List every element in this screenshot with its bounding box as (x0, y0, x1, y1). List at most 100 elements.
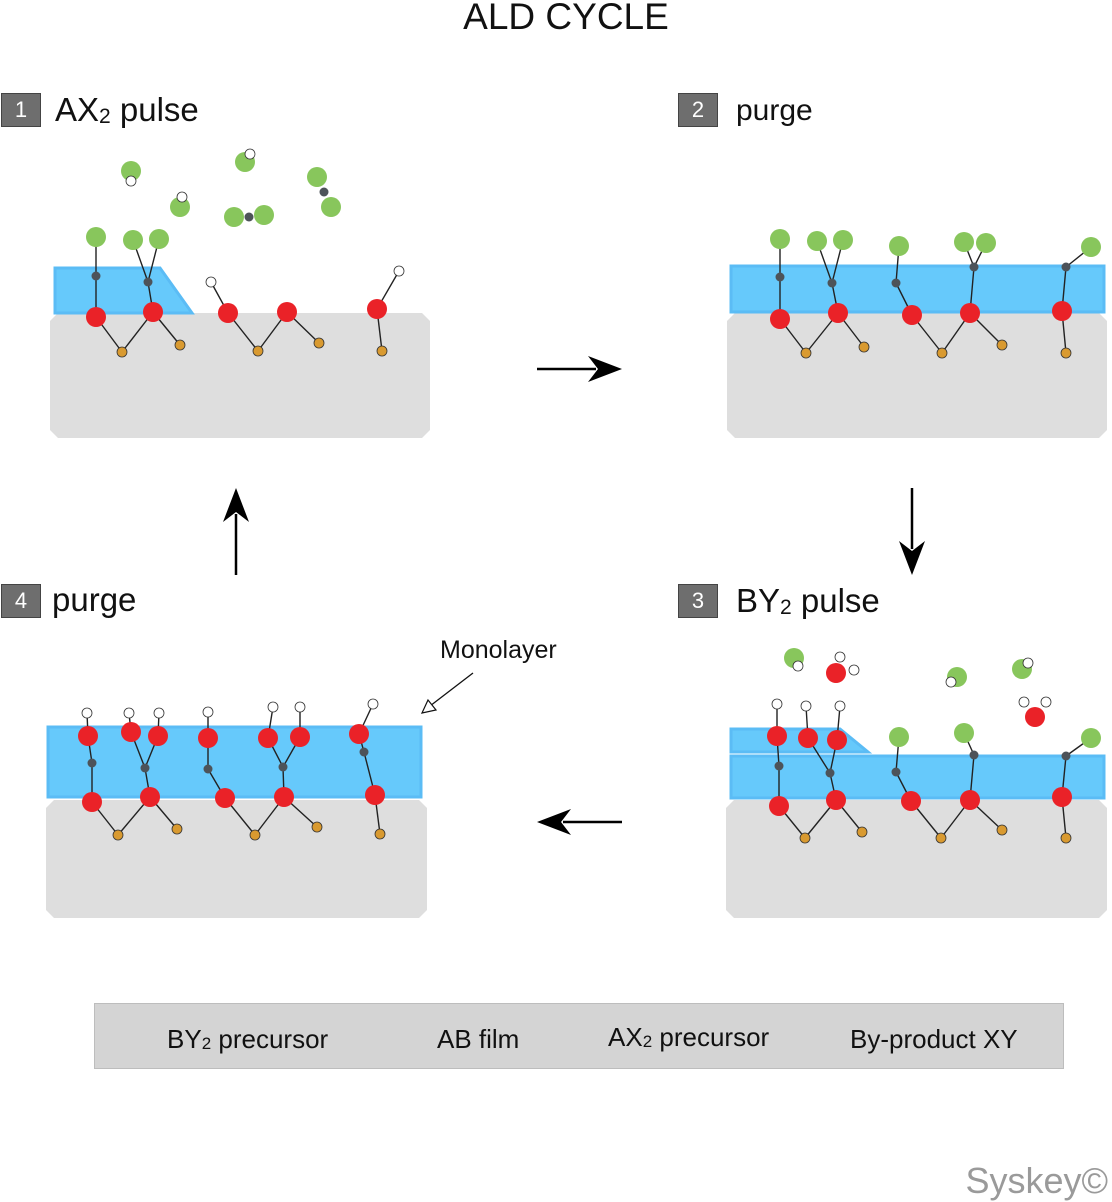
red-atom (767, 726, 787, 746)
step-1-sub: 2 (99, 105, 111, 128)
white-atom (834, 700, 846, 712)
red-atom (258, 728, 278, 748)
orange-atom (374, 828, 386, 840)
red-atom (826, 663, 846, 683)
orange-atom (311, 821, 323, 833)
step-3-rest: pulse (791, 582, 880, 619)
red-atom (902, 305, 922, 325)
dark-atom (1061, 262, 1071, 272)
dark-atom (359, 747, 369, 757)
orange-atom (856, 826, 868, 838)
red-atom (143, 302, 163, 322)
ax2-molecule (307, 167, 341, 217)
red-atom (1052, 301, 1072, 321)
green-atom (170, 197, 190, 217)
panel-4-purge (46, 698, 427, 918)
orange-atom (1060, 832, 1072, 844)
legend-3-main: By-product XY (850, 1024, 1018, 1054)
green-atom (807, 231, 827, 251)
white-atom (1018, 696, 1030, 708)
red-atom (960, 303, 980, 323)
by2-molecule (826, 651, 860, 683)
dark-atom (140, 763, 150, 773)
green-atom (121, 161, 141, 181)
red-atom (274, 787, 294, 807)
step-4-badge: 4 (1, 584, 41, 618)
white-atom (202, 706, 214, 718)
dark-atom (969, 262, 979, 272)
dark-atom (319, 187, 329, 197)
green-atom (321, 197, 341, 217)
legend: BY2 precursor AB film AX2 precursor By-p… (94, 1003, 1064, 1069)
green-atom (224, 207, 244, 227)
white-atom (792, 660, 804, 672)
red-atom (78, 726, 98, 746)
dark-atom (278, 762, 288, 772)
red-atom (86, 307, 106, 327)
dark-atom (891, 278, 901, 288)
legend-by2-precursor: BY2 precursor (167, 1024, 328, 1055)
orange-atom (252, 345, 264, 357)
green-atom (307, 167, 327, 187)
arrow-head (223, 488, 249, 522)
orange-atom (171, 823, 183, 835)
red-atom (770, 309, 790, 329)
pointer-head (420, 698, 438, 714)
step-2-label: purge (736, 94, 813, 128)
white-atom (205, 276, 217, 288)
red-atom (960, 790, 980, 810)
dark-atom (87, 758, 97, 768)
legend-byproduct-xy: By-product XY (850, 1024, 1018, 1055)
white-atom (848, 664, 860, 676)
orange-atom (996, 824, 1008, 836)
step-3-sub: 2 (780, 596, 792, 619)
white-atom (125, 175, 137, 187)
dark-atom (1061, 751, 1071, 761)
monolayer-annotation: Monolayer (440, 636, 557, 664)
green-atom (254, 205, 274, 225)
red-atom (290, 727, 310, 747)
orange-atom (1060, 347, 1072, 359)
legend-1-main: AB film (437, 1024, 520, 1054)
white-atom (800, 700, 812, 712)
step-2-main: purge (736, 94, 813, 127)
step-1-badge: 1 (1, 93, 41, 127)
green-atom (86, 227, 106, 247)
dark-atom (891, 767, 901, 777)
red-atom (798, 728, 818, 748)
green-atom (976, 233, 996, 253)
arrow-left-icon (537, 809, 622, 835)
byproduct-molecule (784, 648, 804, 672)
red-atom (826, 790, 846, 810)
red-atom (901, 791, 921, 811)
orange-atom (376, 345, 388, 357)
orange-atom (313, 337, 325, 349)
step-2-badge: 2 (678, 93, 718, 127)
dark-atom (827, 278, 837, 288)
orange-atom (112, 829, 124, 841)
dark-atom (143, 277, 153, 287)
byproduct-molecule (1012, 657, 1034, 679)
white-atom (771, 698, 783, 710)
ab-film-layer (46, 725, 423, 799)
green-atom (954, 232, 974, 252)
monolayer-pointer-icon (420, 672, 474, 714)
orange-atom (174, 339, 186, 351)
green-atom (889, 236, 909, 256)
red-atom (82, 792, 102, 812)
ab-film-layer (729, 754, 1106, 800)
red-atom (121, 722, 141, 742)
legend-0-main: BY (167, 1024, 202, 1054)
white-atom (267, 701, 279, 713)
red-atom (148, 726, 168, 746)
green-atom (1081, 237, 1101, 257)
arrow-head (588, 356, 622, 382)
legend-2-rest: precursor (652, 1022, 770, 1052)
step-3-main: BY (736, 582, 781, 619)
red-atom (277, 302, 297, 322)
legend-0-rest: precursor (211, 1024, 329, 1054)
white-atom (153, 707, 165, 719)
by2-molecule (1018, 696, 1052, 727)
panel-1-ax2-pulse (50, 227, 430, 438)
